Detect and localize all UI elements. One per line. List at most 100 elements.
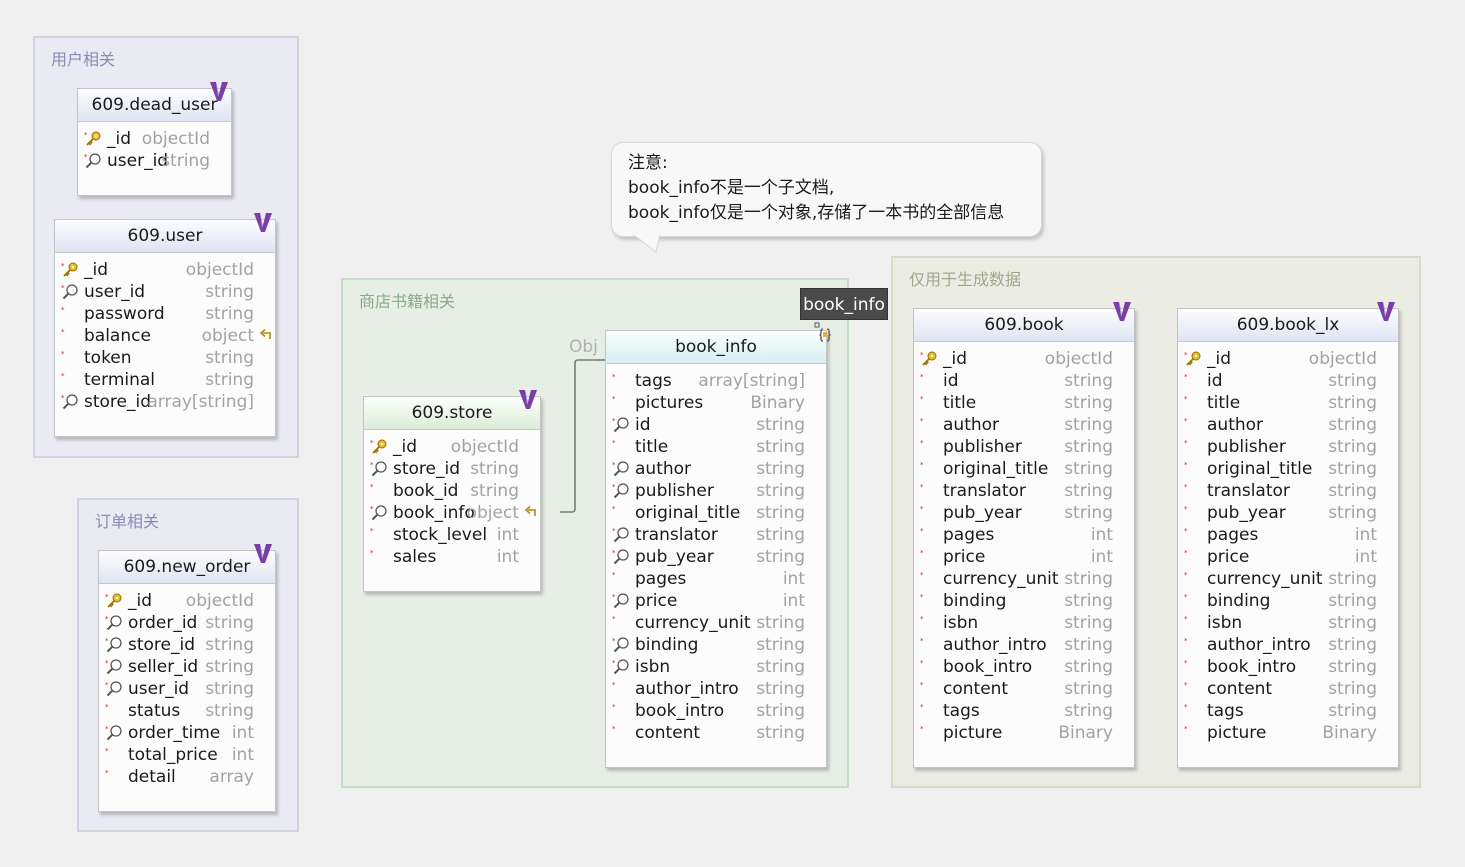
table-title[interactable]: 609.book <box>914 309 1134 342</box>
table-title[interactable]: 609.book_lx <box>1178 309 1398 342</box>
svg-text:*: * <box>920 571 924 579</box>
field-name: author <box>943 415 1000 435</box>
index-icon: * <box>612 527 630 543</box>
table-title[interactable]: 609.user <box>55 220 275 253</box>
table-title[interactable]: 609.dead_user <box>78 89 231 122</box>
table-title[interactable]: 609.new_order <box>99 551 275 584</box>
field-type: int <box>1090 525 1113 545</box>
table-title[interactable]: 609.store <box>364 397 540 430</box>
field-name: title <box>635 437 669 457</box>
table-title[interactable]: book_info <box>606 331 826 364</box>
note-callout[interactable]: 注意: book_info不是一个子文档, book_info仅是一个对象,存储… <box>611 142 1042 237</box>
object-expand-icon[interactable] <box>814 322 836 344</box>
required-field-icon: * <box>920 483 938 499</box>
